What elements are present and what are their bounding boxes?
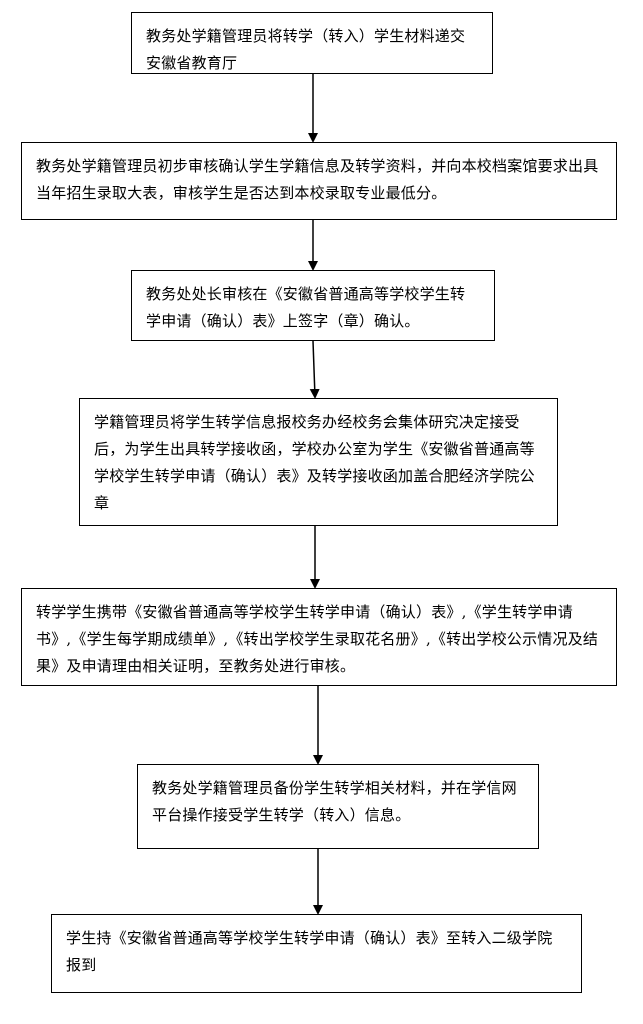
flow-step-acceptance-letter: 学籍管理员将学生转学信息报校务办经校务会集体研究决定接受后，为学生出具转学接收函… — [79, 398, 558, 526]
flow-step-submit-to-education-department: 教务处学籍管理员将转学（转入）学生材料递交安徽省教育厅 — [131, 12, 493, 74]
flow-step-report-to-college: 学生持《安徽省普通高等学校学生转学申请（确认）表》至转入二级学院报到 — [51, 914, 582, 993]
flow-step-director-signature: 教务处处长审核在《安徽省普通高等学校学生转学申请（确认）表》上签字（章）确认。 — [131, 270, 495, 341]
flow-step-backup-and-platform-entry: 教务处学籍管理员备份学生转学相关材料，并在学信网平台操作接受学生转学（转入）信息… — [137, 764, 539, 849]
flow-step-text: 教务处学籍管理员初步审核确认学生学籍信息及转学资料，并向本校档案馆要求出具当年招… — [36, 157, 599, 202]
flow-step-text: 教务处处长审核在《安徽省普通高等学校学生转学申请（确认）表》上签字（章）确认。 — [146, 285, 466, 330]
flow-step-text: 教务处学籍管理员备份学生转学相关材料，并在学信网平台操作接受学生转学（转入）信息… — [152, 779, 517, 824]
flow-step-text: 转学学生携带《安徽省普通高等学校学生转学申请（确认）表》,《学生转学申请书》,《… — [36, 603, 599, 675]
flow-step-text: 学籍管理员将学生转学信息报校务办经校务会集体研究决定接受后，为学生出具转学接收函… — [94, 413, 535, 512]
flow-step-preliminary-review: 教务处学籍管理员初步审核确认学生学籍信息及转学资料，并向本校档案馆要求出具当年招… — [21, 142, 617, 220]
flow-step-text: 学生持《安徽省普通高等学校学生转学申请（确认）表》至转入二级学院报到 — [66, 929, 553, 974]
arrow-3-to-4 — [309, 340, 320, 399]
flow-step-text: 教务处学籍管理员将转学（转入）学生材料递交安徽省教育厅 — [146, 27, 466, 72]
flow-step-student-documents-review: 转学学生携带《安徽省普通高等学校学生转学申请（确认）表》,《学生转学申请书》,《… — [21, 588, 617, 686]
